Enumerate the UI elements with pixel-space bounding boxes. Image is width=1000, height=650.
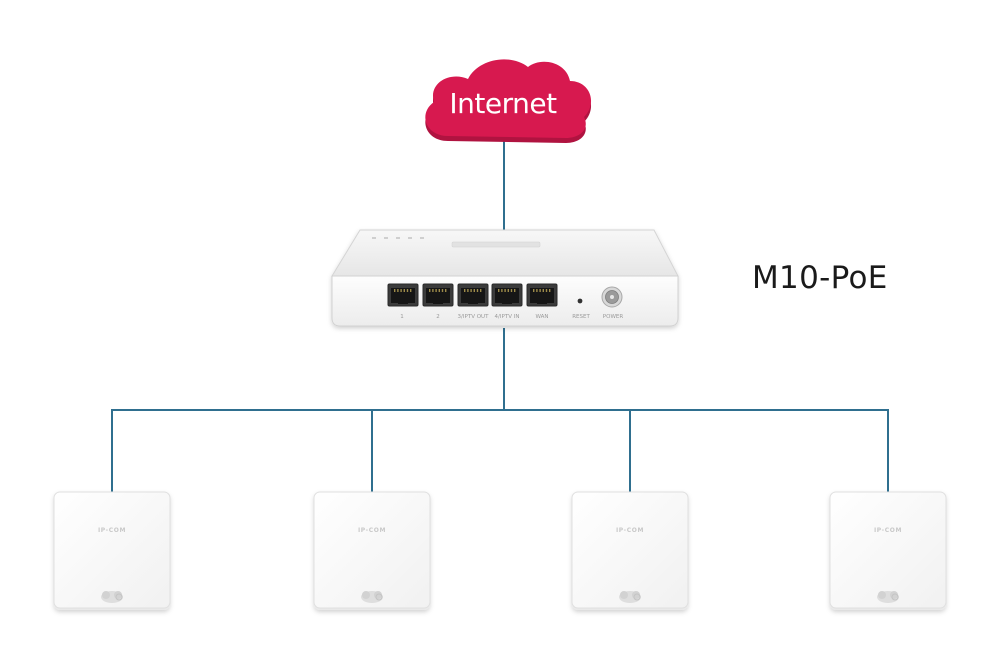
access-point-1: IP-COM — [53, 491, 171, 610]
access-point-2: IP-COM — [313, 491, 431, 610]
ap-brand-label: IP-COM — [874, 527, 902, 534]
port-label-wan: WAN — [535, 314, 548, 320]
wifi6-badge-icon — [619, 591, 641, 603]
reset-label: RESET — [572, 314, 590, 320]
port-label-4: 4/IPTV IN — [495, 314, 520, 320]
port-label-2: 2 — [436, 314, 440, 320]
wifi6-badge-icon — [877, 591, 899, 603]
access-points: IP-COM IP-COM IP-COM IP-COM — [53, 491, 947, 610]
ap-brand-label: IP-COM — [98, 527, 126, 534]
ap-brand-label: IP-COM — [616, 527, 644, 534]
ap-brand-label: IP-COM — [358, 527, 386, 534]
router-model-label: M10-PoE — [752, 260, 888, 296]
ethernet-port — [387, 283, 419, 307]
router-port-labels: 1 2 3/IPTV OUT 4/IPTV IN WAN — [400, 314, 548, 320]
router-device: 1 2 3/IPTV OUT 4/IPTV IN WAN RESET POWER — [331, 229, 679, 327]
power-label: POWER — [603, 314, 624, 320]
router-ports — [387, 283, 558, 307]
router-logo — [451, 241, 541, 248]
wifi6-badge-icon — [101, 591, 123, 603]
router-led-row — [372, 237, 424, 239]
access-point-4: IP-COM — [829, 491, 947, 610]
ethernet-port — [457, 283, 489, 307]
internet-label: Internet — [449, 87, 557, 120]
wifi6-badge-icon — [361, 591, 383, 603]
port-label-1: 1 — [400, 314, 404, 320]
connection-lines — [111, 140, 889, 492]
port-label-3: 3/IPTV OUT — [458, 314, 490, 320]
router-top — [331, 229, 679, 277]
access-point-3: IP-COM — [571, 491, 689, 610]
ethernet-port — [491, 283, 523, 307]
ethernet-port — [526, 283, 558, 307]
internet-cloud: Internet — [425, 59, 592, 143]
ethernet-port — [422, 283, 454, 307]
reset-button — [577, 298, 583, 304]
cloud-body — [425, 59, 592, 138]
